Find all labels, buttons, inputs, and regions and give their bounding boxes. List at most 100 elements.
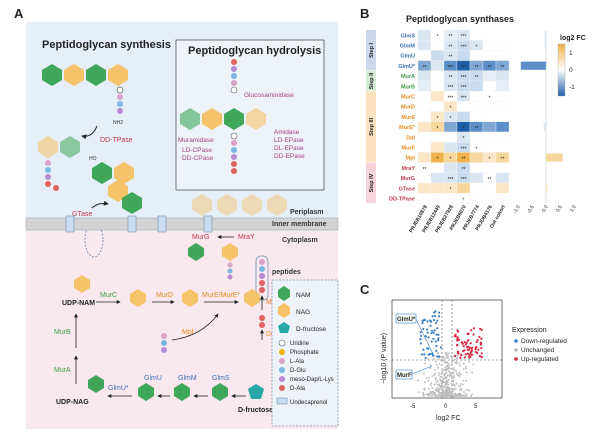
point-unchanged xyxy=(465,393,468,395)
point-unchanged xyxy=(462,379,464,382)
heatmap-cell xyxy=(443,121,458,133)
point-unchanged xyxy=(455,370,457,373)
point-unchanged xyxy=(446,390,449,393)
legend-lala-label: L-Ala xyxy=(290,359,305,365)
tpase-arrow xyxy=(81,125,98,140)
heatmap-cell xyxy=(495,50,510,61)
point-unchanged xyxy=(465,394,468,397)
legend-dglu-icon xyxy=(279,367,285,373)
point-up xyxy=(454,333,457,336)
significance-mark: ** xyxy=(449,55,453,61)
udp-nag-hexagon xyxy=(88,375,104,393)
significance-mark: ** xyxy=(449,34,453,40)
glmu-star-callout-label: GlmU* xyxy=(397,317,416,323)
point-unchanged xyxy=(448,374,451,376)
point-unchanged xyxy=(447,383,450,386)
legend-lala-icon xyxy=(279,358,285,364)
point-down xyxy=(426,320,429,323)
legend-down-label: Down-regulated xyxy=(521,338,567,345)
heatmap-cell xyxy=(469,91,484,102)
point-unchanged xyxy=(465,379,467,382)
heatmap-cell xyxy=(469,111,484,122)
significance-mark: *** xyxy=(461,75,467,81)
point-down xyxy=(430,340,433,343)
significance-mark: *** xyxy=(448,65,454,71)
heatmap-cell xyxy=(430,172,445,184)
significance-mark: *** xyxy=(461,177,467,183)
lipid-ii-highlight xyxy=(84,222,104,258)
heatmap-cell xyxy=(417,182,432,194)
point-up xyxy=(480,355,483,359)
peptide-chain-cytoplasm xyxy=(259,259,265,293)
point-down xyxy=(429,324,432,327)
point-down xyxy=(437,333,440,336)
murd-product-hexagon xyxy=(182,289,198,307)
point-down xyxy=(435,321,438,325)
legend-meso-label: meso-Dap/L-Lys xyxy=(290,377,334,383)
significance-mark: * xyxy=(437,157,439,163)
heatmap-cell xyxy=(482,111,497,122)
point-unchanged xyxy=(453,385,456,387)
panel-a-letter: A xyxy=(14,6,24,21)
point-down xyxy=(432,318,436,322)
step-band-1 xyxy=(366,30,376,71)
glmu-star-callout-line xyxy=(415,318,435,357)
point-unchanged xyxy=(437,391,440,394)
point-up xyxy=(466,352,469,355)
heatmap-cell xyxy=(417,50,432,61)
point-unchanged xyxy=(449,355,452,358)
point-unchanged xyxy=(443,384,446,387)
heatmap-cell xyxy=(430,193,445,204)
point-up xyxy=(462,350,465,353)
heatmap-cell xyxy=(469,131,484,143)
colorbar-tick-neg1: -1 xyxy=(569,84,575,91)
point-unchanged xyxy=(437,358,440,361)
point-up xyxy=(475,340,478,344)
point-up xyxy=(477,348,480,351)
legend-dfructose-icon xyxy=(278,322,290,333)
point-unchanged xyxy=(434,377,437,380)
point-down xyxy=(421,319,424,322)
heatmap-cell xyxy=(443,131,458,143)
heatmap-cell xyxy=(469,50,484,61)
point-down xyxy=(437,338,440,342)
bar-tick-2: 0.0 xyxy=(541,204,550,213)
legend-down-marker xyxy=(514,339,518,343)
point-unchanged xyxy=(460,393,463,396)
point-unchanged xyxy=(444,389,447,392)
point-unchanged xyxy=(417,391,420,393)
fc-bar-3 xyxy=(520,61,546,70)
point-unchanged xyxy=(454,361,457,364)
point-unchanged xyxy=(428,388,430,390)
row-label-0: GlmS xyxy=(401,33,416,39)
heatmap-cell xyxy=(417,121,432,133)
mray-label: MraY xyxy=(238,234,255,241)
significance-mark: ** xyxy=(488,65,492,71)
point-unchanged xyxy=(438,371,440,374)
hydrolysis-lower-stem xyxy=(230,132,238,174)
bar-tick-0: -1.0 xyxy=(512,204,522,215)
point-unchanged xyxy=(437,351,440,354)
row-label-10: Ddl xyxy=(406,135,415,141)
heatmap-cell xyxy=(482,80,497,92)
point-unchanged xyxy=(434,372,437,375)
mpl-peptide xyxy=(161,333,167,353)
point-unchanged xyxy=(445,395,448,397)
point-up xyxy=(479,327,482,330)
hydrolysis-upper-stem xyxy=(230,59,238,94)
point-unchanged xyxy=(467,388,470,391)
point-unchanged xyxy=(446,361,449,364)
point-unchanged xyxy=(433,383,436,386)
point-down xyxy=(428,352,432,356)
legend-nag-icon xyxy=(278,303,290,318)
heatmap-cell xyxy=(417,152,432,163)
row-label-7: MurD xyxy=(401,105,415,111)
panel-c-letter: C xyxy=(360,282,370,297)
point-unchanged xyxy=(435,363,438,366)
colorbar-tick-1: 1 xyxy=(569,50,573,57)
point-unchanged xyxy=(451,373,454,375)
point-down xyxy=(422,348,425,351)
mpl-label: Mpl xyxy=(182,329,194,336)
ddl-dala-1 xyxy=(259,315,265,321)
row-label-5: MurB xyxy=(401,84,415,90)
